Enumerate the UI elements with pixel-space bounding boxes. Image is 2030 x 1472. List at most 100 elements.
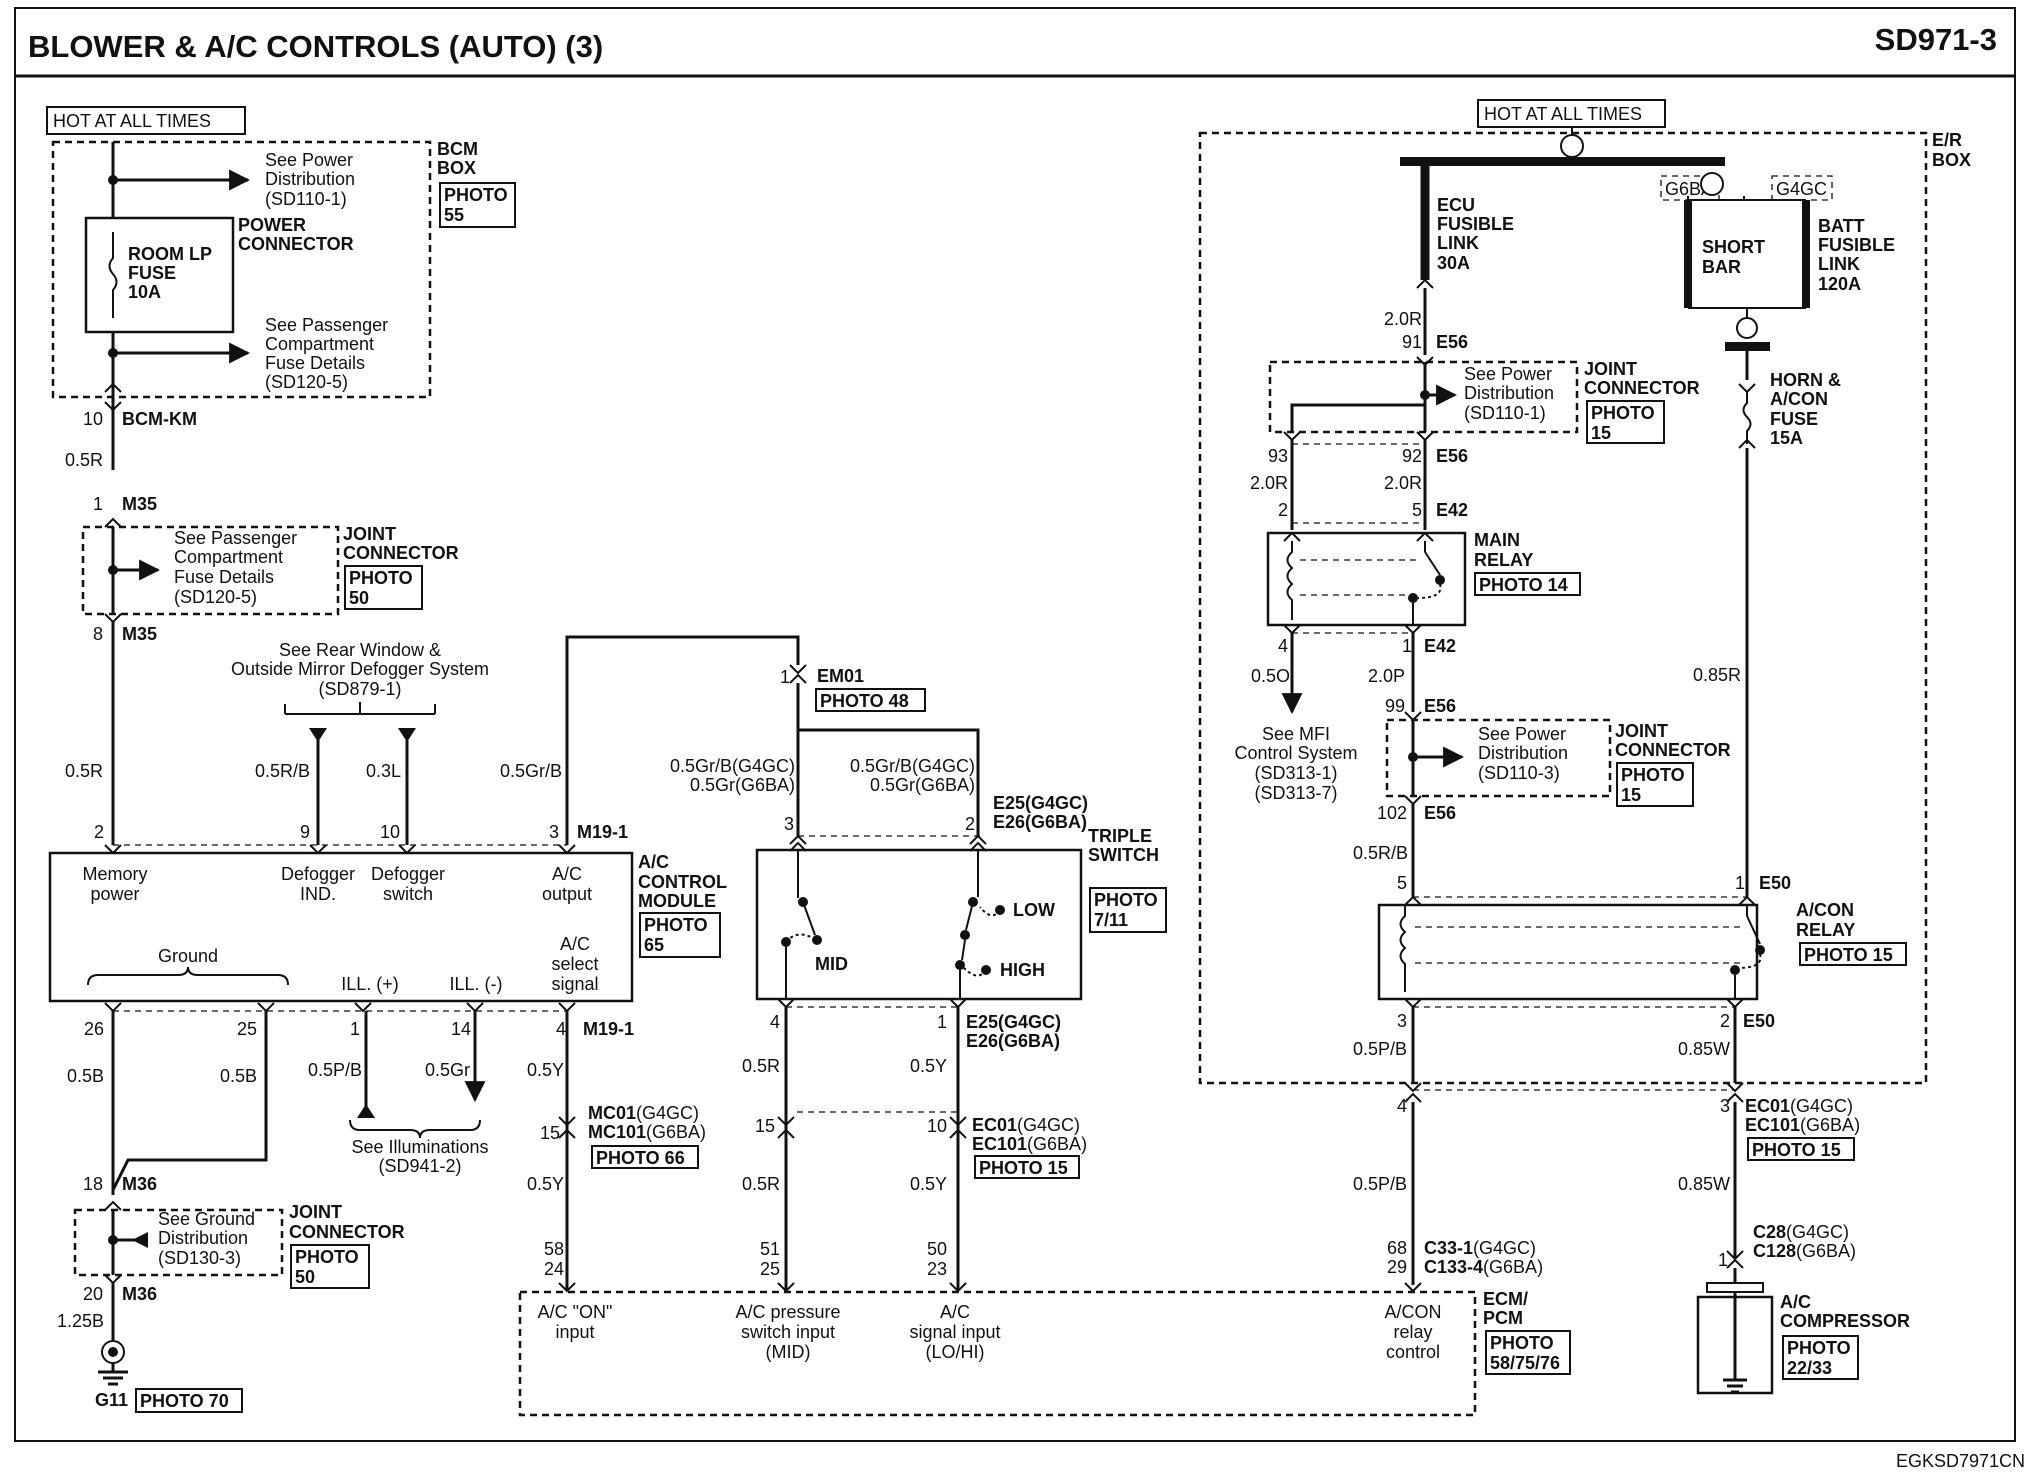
frame <box>14 7 2016 1442</box>
svg-text:10: 10 <box>380 822 400 842</box>
svg-text:A/C pressure: A/C pressure <box>735 1302 840 1322</box>
svg-text:EM01: EM01 <box>817 666 864 686</box>
svg-text:(SD130-3): (SD130-3) <box>158 1248 241 1268</box>
svg-text:E56: E56 <box>1424 696 1456 716</box>
svg-text:SWITCH: SWITCH <box>1088 845 1159 865</box>
svg-text:E56: E56 <box>1436 332 1468 352</box>
svg-text:15A: 15A <box>1770 428 1803 448</box>
svg-text:LINK: LINK <box>1818 254 1860 274</box>
svg-text:0.5Y: 0.5Y <box>910 1174 947 1194</box>
svg-text:102: 102 <box>1377 803 1407 823</box>
svg-text:ECU: ECU <box>1437 195 1475 215</box>
svg-text:FUSIBLE: FUSIBLE <box>1818 235 1895 255</box>
svg-text:0.3L: 0.3L <box>366 761 401 781</box>
svg-text:COMPRESSOR: COMPRESSOR <box>1780 1311 1910 1331</box>
svg-text:CONNECTOR: CONNECTOR <box>238 234 354 254</box>
diagram-title: BLOWER & A/C CONTROLS (AUTO) (3) <box>28 29 603 64</box>
svg-text:BATT: BATT <box>1818 216 1865 236</box>
svg-text:2: 2 <box>1278 500 1288 520</box>
svg-text:PHOTO: PHOTO <box>1591 403 1655 423</box>
svg-text:MID: MID <box>815 954 848 974</box>
svg-text:See Passenger: See Passenger <box>265 315 388 335</box>
svg-text:MC101(G6BA): MC101(G6BA) <box>588 1122 706 1142</box>
svg-text:Defogger: Defogger <box>281 864 355 884</box>
svg-text:(SD110-1): (SD110-1) <box>1464 403 1546 423</box>
bcm-box-label: BCM <box>437 139 478 159</box>
svg-text:LOW: LOW <box>1013 900 1055 920</box>
svg-text:26: 26 <box>84 1019 104 1039</box>
svg-text:Fuse Details: Fuse Details <box>174 567 274 587</box>
svg-text:relay: relay <box>1393 1322 1432 1342</box>
svg-text:29: 29 <box>1387 1257 1407 1277</box>
svg-text:ILL. (-): ILL. (-) <box>449 974 502 994</box>
triple-switch-box <box>755 848 1083 1001</box>
svg-text:IND.: IND. <box>300 884 336 904</box>
svg-text:switch: switch <box>383 884 433 904</box>
svg-text:15: 15 <box>755 1116 775 1136</box>
svg-text:0.85W: 0.85W <box>1678 1174 1730 1194</box>
svg-text:See Power: See Power <box>1478 724 1566 744</box>
svg-text:18: 18 <box>83 1174 103 1194</box>
svg-text:PHOTO: PHOTO <box>295 1247 359 1267</box>
svg-text:(SD879-1): (SD879-1) <box>318 679 401 699</box>
main-relay: MAIN RELAY PHOTO 14 4 1 E42 0.5O See MFI… <box>1234 530 1581 803</box>
svg-text:65: 65 <box>644 935 664 955</box>
ecm-pcm-section: A/C "ON" input A/C pressure switch input… <box>518 1289 1571 1417</box>
svg-text:E56: E56 <box>1424 803 1456 823</box>
svg-text:M19-1: M19-1 <box>577 822 628 842</box>
svg-text:See Ground: See Ground <box>158 1209 255 1229</box>
svg-text:1: 1 <box>937 1012 947 1032</box>
svg-text:E26(G6BA): E26(G6BA) <box>993 812 1087 832</box>
triple-switch-section: 1 EM01 PHOTO 48 0.5Gr/B(G4GC) 0.5Gr(G6BA… <box>670 664 1167 1293</box>
svg-text:0.5Y: 0.5Y <box>527 1060 564 1080</box>
svg-text:output: output <box>542 884 592 904</box>
acon-relay-box <box>1377 903 1759 1001</box>
svg-text:PHOTO: PHOTO <box>1094 890 1158 910</box>
svg-text:Distribution: Distribution <box>158 1228 248 1248</box>
svg-text:2.0R: 2.0R <box>1250 473 1288 493</box>
svg-text:0.5P/B: 0.5P/B <box>308 1060 362 1080</box>
svg-text:0.5R: 0.5R <box>65 761 103 781</box>
svg-text:CONTROL: CONTROL <box>638 872 727 892</box>
module-lower-wires: 0.5B 0.5B 0.5P/B 0.5Gr See Illuminations… <box>67 1011 706 1293</box>
svg-text:0.5Gr: 0.5Gr <box>425 1060 470 1080</box>
svg-text:20: 20 <box>83 1284 103 1304</box>
bcm-box-outline <box>51 140 432 399</box>
svg-text:JOINT: JOINT <box>289 1202 342 1222</box>
bcm-box-section: HOT AT ALL TIMES BCM BOX PHOTO 55 See Po… <box>46 106 516 470</box>
svg-text:PHOTO 15: PHOTO 15 <box>1804 945 1893 965</box>
svg-text:Distribution: Distribution <box>1478 743 1568 763</box>
svg-text:(SD313-7): (SD313-7) <box>1254 783 1337 803</box>
svg-text:15: 15 <box>1621 785 1641 805</box>
svg-text:2: 2 <box>94 822 104 842</box>
svg-text:PHOTO: PHOTO <box>644 915 708 935</box>
svg-text:51: 51 <box>760 1239 780 1259</box>
svg-text:Compartment: Compartment <box>174 547 283 567</box>
svg-text:68: 68 <box>1387 1238 1407 1258</box>
svg-text:E26(G6BA): E26(G6BA) <box>966 1031 1060 1051</box>
svg-text:PHOTO: PHOTO <box>444 185 508 205</box>
svg-text:25: 25 <box>237 1019 257 1039</box>
svg-text:(SD120-5): (SD120-5) <box>174 587 257 607</box>
svg-text:0.5Gr/B(G4GC): 0.5Gr/B(G4GC) <box>850 756 975 776</box>
svg-text:4: 4 <box>556 1019 566 1039</box>
svg-text:C33-1(G4GC): C33-1(G4GC) <box>1424 1238 1536 1258</box>
svg-text:A/CON: A/CON <box>1384 1302 1441 1322</box>
svg-text:0.5R/B: 0.5R/B <box>255 761 310 781</box>
svg-text:25: 25 <box>760 1259 780 1279</box>
svg-text:(MID): (MID) <box>766 1342 811 1362</box>
svg-text:93: 93 <box>1268 446 1288 466</box>
svg-text:EC101(G6BA): EC101(G6BA) <box>1745 1115 1860 1135</box>
ground-joint-connector: 18 M36 See Ground Distribution (SD130-3)… <box>57 1174 405 1413</box>
svg-text:0.5R: 0.5R <box>65 450 103 470</box>
svg-text:4: 4 <box>770 1012 780 1032</box>
svg-text:15: 15 <box>1591 423 1611 443</box>
svg-text:PHOTO 70: PHOTO 70 <box>140 1391 229 1411</box>
svg-text:Memory: Memory <box>82 864 147 884</box>
svg-text:input: input <box>555 1322 594 1342</box>
svg-text:0.5P/B: 0.5P/B <box>1353 1039 1407 1059</box>
svg-text:M36: M36 <box>122 1284 157 1304</box>
svg-text:PHOTO: PHOTO <box>1787 1338 1851 1358</box>
svg-text:50: 50 <box>295 1267 315 1287</box>
